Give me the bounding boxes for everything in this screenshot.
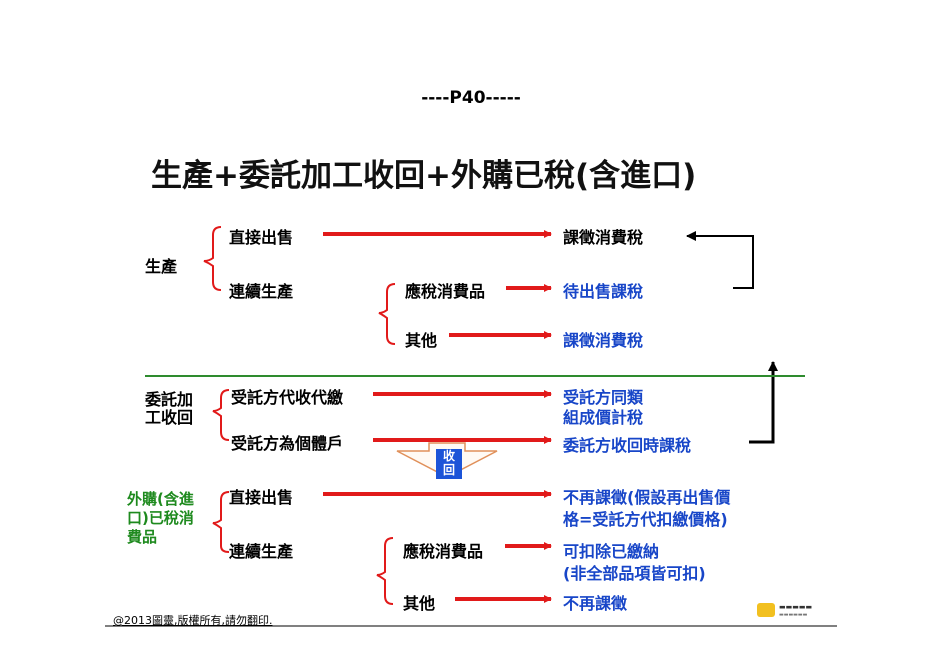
connector-feedback-bottom bbox=[749, 361, 778, 444]
bracket-consign bbox=[212, 389, 230, 441]
bracket-continued-2 bbox=[376, 537, 394, 605]
bracket-purchase bbox=[212, 491, 230, 553]
item-direct-sale-1: 直接出售 bbox=[229, 228, 294, 247]
outcome-no-levy-line1: 不再課徵(假設再出售價 bbox=[563, 488, 731, 507]
copyright-text: @2013圖靈,版權所有,請勿翻印. bbox=[113, 614, 273, 627]
group-consign-line2: 工收回 bbox=[145, 408, 194, 427]
logo-icon bbox=[757, 603, 775, 617]
item-continued-prod-2: 連續生產 bbox=[229, 542, 294, 561]
bracket-production bbox=[203, 226, 222, 291]
group-purchase-line1: 外購(含進 bbox=[127, 490, 194, 508]
item-taxable-goods-1: 應稅消費品 bbox=[405, 282, 486, 301]
outcome-same-type-line1: 受託方同類 bbox=[563, 388, 644, 407]
page-number-label: ----P40----- bbox=[421, 88, 521, 108]
outcome-levy-tax-2: 課徵消費稅 bbox=[563, 331, 644, 350]
company-logo: ▬▬▬▬▬ ▬▬▬▬▬▬ bbox=[757, 600, 833, 622]
group-purchase-line2: 口)已稅消 bbox=[127, 509, 194, 527]
item-other-2: 其他 bbox=[403, 594, 436, 613]
item-taxable-goods-2: 應稅消費品 bbox=[403, 542, 484, 561]
outcome-deductible-line2: (非全部品項皆可扣) bbox=[563, 564, 706, 583]
item-agent-individual: 受託方為個體戶 bbox=[231, 434, 344, 453]
outcome-same-type-line2: 組成價計稅 bbox=[563, 408, 644, 427]
outcome-deductible-line1: 可扣除已繳納 bbox=[563, 542, 660, 561]
collect-label: 收回 bbox=[436, 449, 462, 479]
connector-feedback-top bbox=[686, 231, 754, 289]
item-continued-prod-1: 連續生產 bbox=[229, 282, 294, 301]
outcome-levy-tax: 課徵消費稅 bbox=[563, 228, 644, 247]
outcome-no-levy-line2: 格=受託方代扣繳價格) bbox=[563, 510, 728, 529]
slide-title: 生產+委託加工收回+外購已稅(含進口) bbox=[151, 158, 697, 194]
group-consign-line1: 委託加 bbox=[145, 390, 194, 409]
item-direct-sale-2: 直接出售 bbox=[229, 488, 294, 507]
bracket-continued-1 bbox=[378, 283, 396, 345]
group-purchase-line3: 費品 bbox=[127, 528, 158, 546]
item-agent-collect: 受託方代收代繳 bbox=[231, 388, 344, 407]
logo-submark: ▬▬▬▬▬▬ bbox=[779, 612, 808, 618]
slide: 生產+委託加工收回+外購已稅(含進口) 生產 直接出售 連續生產 應稅消費品 其… bbox=[105, 132, 837, 630]
outcome-tax-on-sale: 待出售課稅 bbox=[563, 282, 644, 301]
outcome-no-levy-2: 不再課徵 bbox=[563, 594, 628, 613]
logo-mark: ▬▬▬▬▬ bbox=[779, 603, 813, 611]
outcome-tax-on-recovery: 委託方收回時課稅 bbox=[563, 436, 692, 455]
flow-diagram-lines bbox=[105, 226, 837, 627]
group-production: 生產 bbox=[145, 257, 178, 276]
item-other-1: 其他 bbox=[405, 331, 438, 350]
